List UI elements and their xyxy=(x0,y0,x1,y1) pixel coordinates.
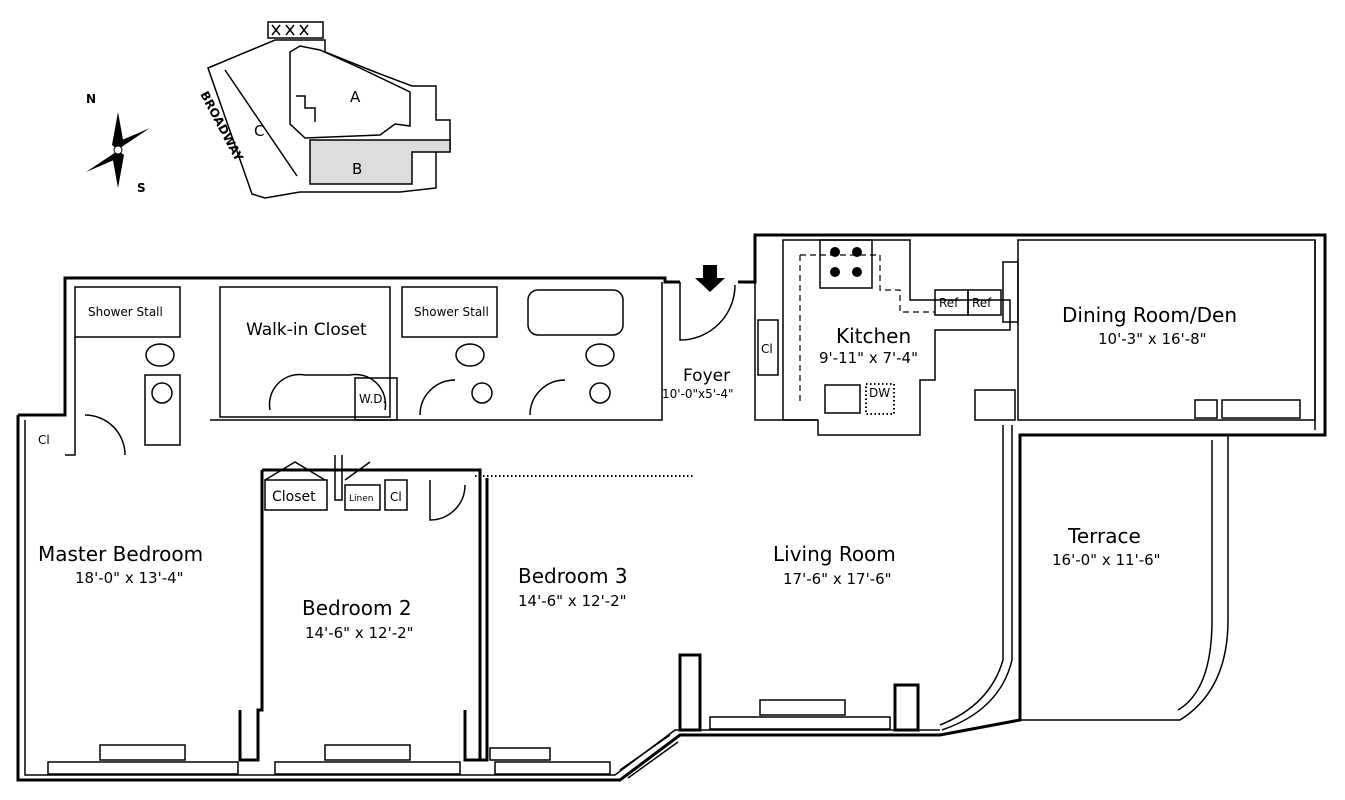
entry-arrow-icon xyxy=(695,265,725,292)
shower-stall-2-label: Shower Stall xyxy=(414,305,489,319)
kitchen-layout xyxy=(782,239,1019,436)
key-plan-street-label: BROADWAY xyxy=(197,89,246,164)
living-room-name: Living Room xyxy=(773,542,896,566)
key-plan-wing-b: B xyxy=(352,160,362,178)
terrace-dims: 16'-0" x 11'-6" xyxy=(1052,551,1161,569)
cl-foyer-label: Cl xyxy=(761,342,773,356)
washer-dryer-label: W.D. xyxy=(359,392,386,406)
foyer-dims: 10'-0"x5'-4" xyxy=(662,387,734,401)
compass-south-label: S xyxy=(137,181,146,195)
dishwasher-label: DW xyxy=(869,386,890,400)
key-plan-wing-c: C xyxy=(254,122,264,140)
terrace-outline xyxy=(939,425,1229,731)
terrace-name: Terrace xyxy=(1067,524,1141,548)
cl-bed2-label: Cl xyxy=(390,490,402,504)
dining-room-name: Dining Room/Den xyxy=(1062,303,1237,327)
bedroom-3-name: Bedroom 3 xyxy=(518,564,628,588)
dining-room-dims: 10'-3" x 16'-8" xyxy=(1098,330,1207,348)
linen-label: Linen xyxy=(349,494,373,504)
windows xyxy=(47,699,891,775)
key-plan-wing-a: A xyxy=(350,88,361,106)
shower-stall-1-label: Shower Stall xyxy=(88,305,163,319)
compass-rose-icon xyxy=(86,112,150,188)
ref-1-label: Ref xyxy=(939,296,959,310)
key-plan xyxy=(207,21,451,199)
master-bedroom-name: Master Bedroom xyxy=(38,542,203,566)
bedroom-3-dims: 14'-6" x 12'-2" xyxy=(518,592,627,610)
cl-master-label: Cl xyxy=(38,433,50,447)
dining-room-outline xyxy=(1017,239,1316,421)
living-room-dims: 17'-6" x 17'-6" xyxy=(783,570,892,588)
compass-north-label: N xyxy=(86,92,96,106)
bedroom-partitions xyxy=(238,455,920,779)
closet-label: Closet xyxy=(272,489,316,505)
bedroom-2-name: Bedroom 2 xyxy=(302,596,412,620)
ref-2-label: Ref xyxy=(972,296,992,310)
kitchen-dims: 9'-11" x 7'-4" xyxy=(819,349,918,367)
kitchen-name: Kitchen xyxy=(836,324,911,348)
master-bedroom-dims: 18'-0" x 13'-4" xyxy=(75,569,184,587)
bedroom-2-dims: 14'-6" x 12'-2" xyxy=(305,624,414,642)
foyer-name: Foyer xyxy=(683,366,730,386)
walk-in-closet-name: Walk-in Closet xyxy=(246,320,367,340)
bath-closet-band xyxy=(65,282,779,456)
